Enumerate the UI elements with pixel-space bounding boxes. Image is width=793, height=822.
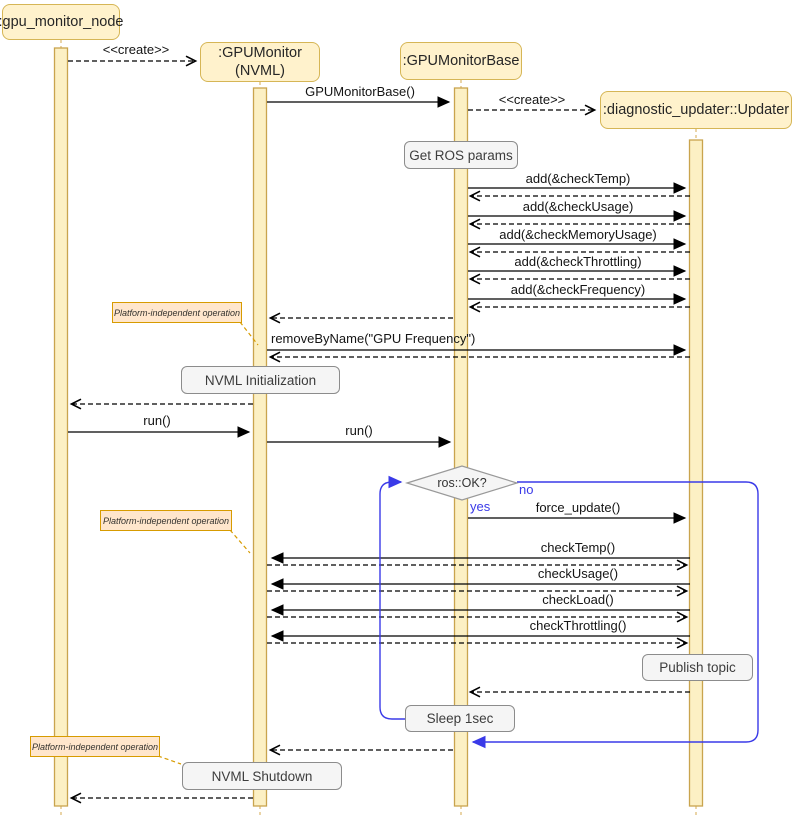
lifelines [60,40,697,818]
actor-gpu-monitor-node: :gpu_monitor_node [0,4,124,40]
action-get-ros-params-label: Get ROS params [409,147,513,163]
note2-label: Platform-independent operation [102,515,230,526]
action-sleep-1sec: Sleep 1sec [405,705,515,732]
loop-exit-path [471,481,759,749]
activation-updater [688,139,704,807]
decision-condition-label: ros::OK? [437,476,487,490]
action-nvml-shutdown: NVML Shutdown [182,762,342,790]
note-connectors [157,321,259,765]
note-platform-independent-2: Platform-independent operation [100,510,232,531]
decision-no-label: no [519,482,534,497]
label-gpumonitorbase-ctor: GPUMonitorBase() [305,84,415,99]
loop-back-path [379,475,405,720]
label-create-updater: <<create>> [498,92,566,107]
note1-label: Platform-independent operation [113,307,241,318]
action-nvml-initialization: NVML Initialization [181,366,340,394]
label-run-node: run() [143,413,171,428]
note-platform-independent-3: Platform-independent operation [30,736,160,757]
label-run-monitor: run() [345,423,373,438]
action-get-ros-params: Get ROS params [404,141,518,169]
label-add-checkfrequency: add(&checkFrequency) [510,282,646,297]
actor-gpumonitor-label-line1: :GPUMonitor [218,44,302,61]
actor-gpu-monitor-node-label: :gpu_monitor_node [0,13,124,30]
action-sleep-1sec-label: Sleep 1sec [426,711,494,726]
label-force-update: force_update() [535,500,621,515]
label-checkusage: checkUsage() [537,566,619,581]
activation-node [53,47,69,807]
note2-connector [229,529,251,554]
label-add-checktemp: add(&checkTemp) [525,171,631,186]
call-arrows [68,96,690,642]
loop-paths [379,475,759,749]
actor-gpumonitorbase-label: :GPUMonitorBase [402,52,520,69]
label-create-monitor: <<create>> [102,42,170,57]
action-publish-topic-label: Publish topic [659,660,736,675]
activation-base [453,87,469,807]
actor-diagnostic-updater: :diagnostic_updater::Updater [600,91,792,129]
actor-diagnostic-updater-label: :diagnostic_updater::Updater [602,101,790,118]
label-checkthrottling: checkThrottling() [529,618,627,633]
note3-connector [157,755,182,765]
note-platform-independent-1: Platform-independent operation [112,302,242,323]
label-removebyname: removeByName("GPU Frequency") [271,331,476,346]
label-add-checkmemoryusage: add(&checkMemoryUsage) [499,227,657,242]
label-checktemp: checkTemp() [540,540,616,555]
return-arrows [68,61,690,798]
activation-bars [53,47,704,807]
note1-connector [239,321,259,346]
note3-label: Platform-independent operation [31,741,159,752]
actor-gpumonitor-label-line2: (NVML) [235,63,285,79]
action-nvml-initialization-label: NVML Initialization [204,372,317,388]
decision-yes-label: yes [470,499,491,514]
activation-monitor [252,87,268,807]
actor-gpumonitor: :GPUMonitor (NVML) [200,42,320,82]
decision-diamond [404,465,520,501]
action-nvml-shutdown-label: NVML Shutdown [211,768,313,784]
label-checkload: checkLoad() [542,592,614,607]
actor-gpumonitorbase: :GPUMonitorBase [400,42,522,80]
action-publish-topic: Publish topic [642,654,753,681]
label-add-checkthrottling: add(&checkThrottling) [514,254,642,269]
label-add-checkusage: add(&checkUsage) [522,199,634,214]
